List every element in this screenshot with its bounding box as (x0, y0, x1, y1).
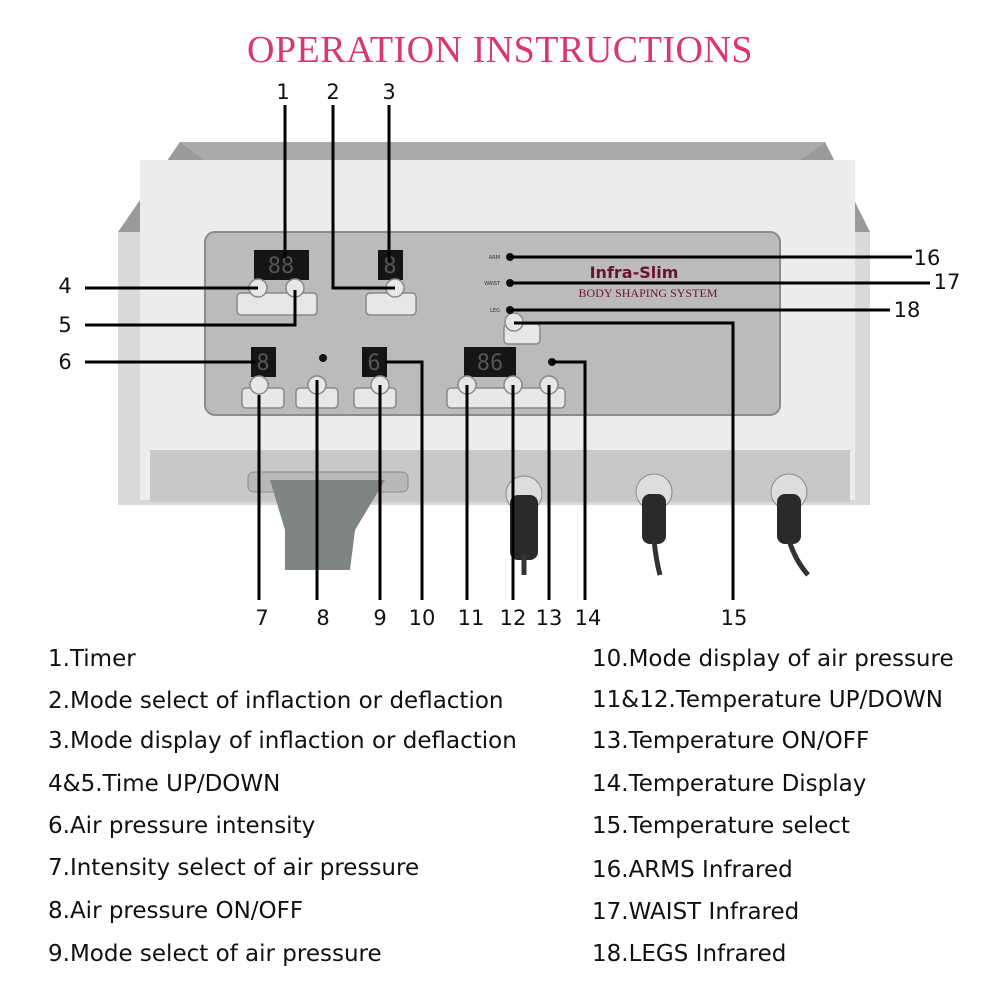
callout-4: 4 (58, 274, 72, 298)
callout-lines (85, 105, 930, 600)
legend-item: 2.Mode select of inflaction or deflactio… (48, 688, 504, 714)
callout-12: 12 (499, 606, 527, 630)
callout-18: 18 (893, 298, 921, 322)
callout-1: 1 (276, 80, 290, 104)
legend-item: 14.Temperature Display (592, 771, 867, 797)
page-title: OPERATION INSTRUCTIONS (246, 29, 754, 71)
brand-subtitle: BODY SHAPING SYSTEM (579, 286, 718, 300)
legend-item: 16.ARMS Infrared (592, 857, 793, 883)
legend-item: 7.Intensity select of air pressure (48, 855, 420, 881)
callout-14: 14 (574, 606, 602, 630)
legend-item: 3.Mode display of inflaction or deflacti… (48, 728, 517, 754)
legend-item: 4&5.Time UP/DOWN (48, 771, 281, 797)
legend-item: 6.Air pressure intensity (48, 813, 316, 839)
callout-5: 5 (58, 313, 72, 337)
air-hose-plug (270, 480, 385, 570)
mode-digits: 8 (383, 254, 396, 279)
leg-label: LEG (490, 308, 500, 314)
temperature-display (464, 347, 516, 377)
callout-10: 10 (408, 606, 436, 630)
legend-item: 1.Timer (48, 646, 136, 672)
legend-item: 11&12.Temperature UP/DOWN (592, 687, 943, 713)
legend-item: 18.LEGS Infrared (592, 941, 787, 967)
air-mode-display (362, 347, 387, 377)
timer-display (254, 250, 309, 280)
intensity-digits: 8 (256, 351, 269, 376)
time-button-plate (236, 292, 318, 316)
cable-connectors (505, 473, 810, 577)
waist-label: WAIST (484, 281, 501, 287)
intensity-select-button[interactable] (249, 375, 269, 395)
timer-digits: 88 (268, 254, 295, 279)
callout-13: 13 (535, 606, 563, 630)
callout-3: 3 (382, 80, 396, 104)
callout-8: 8 (316, 606, 330, 630)
callout-15: 15 (720, 606, 748, 630)
legend-item: 10.Mode display of air pressure (592, 646, 954, 672)
callout-16: 16 (913, 246, 941, 270)
air-mode-digits: 6 (367, 351, 380, 376)
callout-17: 17 (933, 270, 961, 294)
legend-item: 17.WAIST Infrared (592, 899, 800, 925)
legend-item: 9.Mode select of air pressure (48, 941, 382, 967)
arm-label: ARM (489, 255, 500, 261)
callout-2: 2 (326, 80, 340, 104)
air-pressure-indicator (319, 354, 327, 362)
callout-11: 11 (457, 606, 485, 630)
legend-item: 8.Air pressure ON/OFF (48, 898, 304, 924)
callout-9: 9 (373, 606, 387, 630)
callout-7: 7 (255, 606, 269, 630)
legend-item: 13.Temperature ON/OFF (592, 728, 870, 754)
temperature-digits: 86 (477, 351, 504, 376)
brand-name: Infra-Slim (590, 263, 679, 282)
callout-6: 6 (58, 350, 72, 374)
legend-item: 15.Temperature select (592, 813, 850, 839)
